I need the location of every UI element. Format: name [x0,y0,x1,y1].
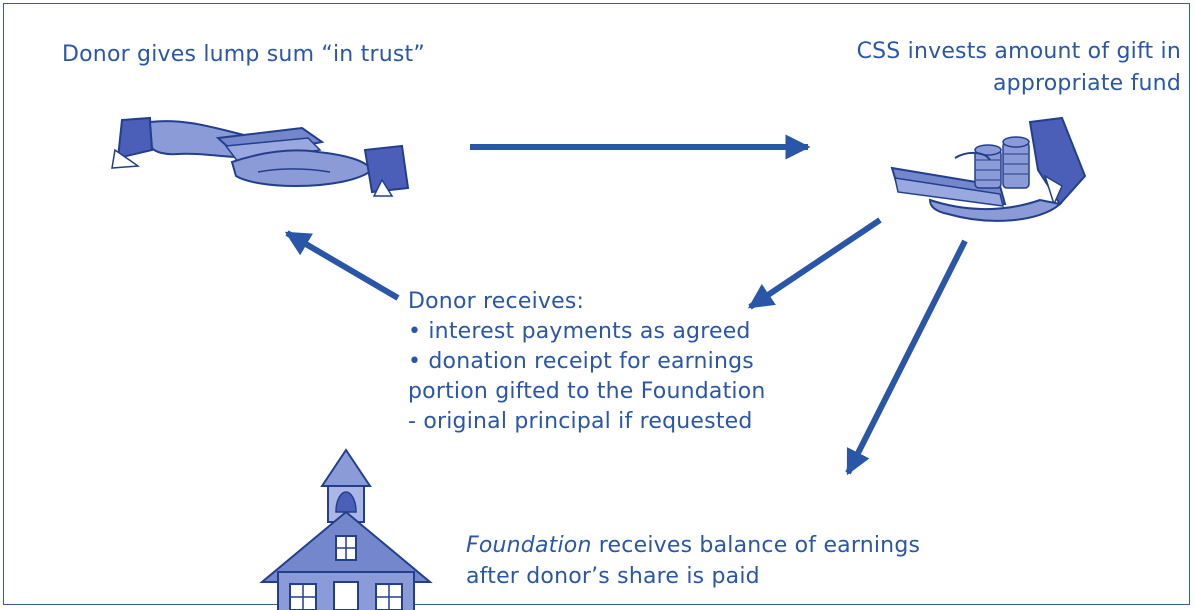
schoolhouse-icon [259,448,433,610]
donor-gives-label: Donor gives lump sum “in trust” [62,42,425,67]
arrow-receives-to-donor [284,230,400,301]
handing-money-icon [111,116,410,197]
arrow-css-to-foundation [845,239,968,476]
arrow-css-to-receives [747,217,882,310]
css-invests-line2: appropriate fund [993,71,1181,96]
css-invests-line1: CSS invests amount of gift in [856,39,1181,64]
donor-receives-item-interest: • interest payments as agreed [408,319,751,344]
foundation-line1: Foundation receives balance of earnings [466,530,920,561]
foundation-line2: after donor’s share is paid [466,564,760,589]
foundation-block: Foundation receives balance of earnings … [466,530,920,592]
foundation-line1-rest: receives balance of earnings [591,533,921,558]
donor-receives-item-receipt-cont: portion gifted to the Foundation [408,379,766,404]
donor-receives-block: Donor receives: • interest payments as a… [408,287,766,437]
hand-with-cash-and-coins-icon [890,116,1087,222]
donor-receives-item-principal: - original principal if requested [408,409,753,434]
diagram-border [3,3,1190,605]
css-invests-label: CSS invests amount of gift in appropriat… [857,36,1181,100]
donor-receives-item-receipt: • donation receipt for earnings [408,349,754,374]
donor-receives-heading: Donor receives: [408,289,585,314]
foundation-name: Foundation [466,533,592,558]
